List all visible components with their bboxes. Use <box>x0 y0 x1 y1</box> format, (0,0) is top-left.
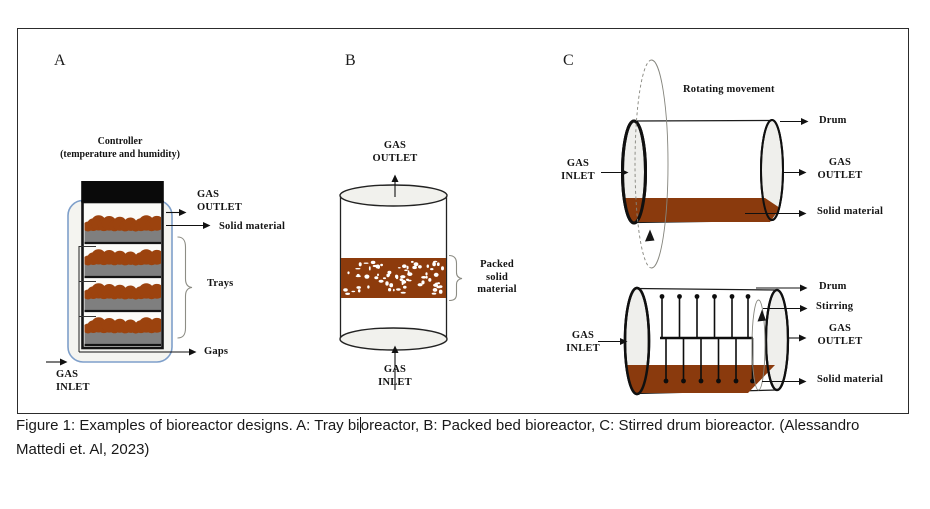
controller-label-line1: Controller <box>97 136 143 147</box>
tray-bioreactor-drawing <box>46 181 211 366</box>
stirring-arrowhead-icon <box>757 309 766 322</box>
c-top-drum-label: Drum <box>819 115 847 126</box>
a-gas-outlet-label-1: GAS <box>197 189 220 200</box>
trays-brace-icon <box>177 236 193 339</box>
a-trays-label: Trays <box>207 278 234 289</box>
caption-text-after-cursor: oreactor, B: Packed bed bioreactor, C: S… <box>360 417 860 434</box>
c-bottom-gas-outlet-label-2: OUTLET <box>817 336 863 347</box>
panel-a-letter: A <box>54 52 67 69</box>
stirrer-pins <box>659 294 755 384</box>
rotating-movement-label: Rotating movement <box>683 84 775 95</box>
figure-caption[interactable]: Figure 1: Examples of bioreactor designs… <box>16 414 918 461</box>
b-packed-label-1: Packed <box>480 259 514 270</box>
b-gas-outlet-label-1: GAS <box>383 140 407 151</box>
c-bottom-gas-inlet-label-2: INLET <box>566 343 600 354</box>
trays-stack <box>84 215 161 347</box>
a-gas-outlet-label-2: OUTLET <box>197 201 242 213</box>
packed-bed-drawing <box>339 174 463 390</box>
stirring-rotation-path <box>751 299 766 391</box>
rotation-path-dashed <box>634 59 652 269</box>
a-gas-inlet-label-2: INLET <box>56 382 90 393</box>
b-gas-inlet-label-2: INLET <box>378 377 412 388</box>
controller-cap <box>81 181 164 203</box>
b-gas-outlet-label-2: OUTLET <box>372 153 418 164</box>
stirred-drum-drawing <box>598 284 808 396</box>
caption-line-1[interactable]: Figure 1: Examples of bioreactor designs… <box>16 414 918 438</box>
packed-bed-speckles <box>343 260 444 295</box>
caption-text-before-cursor: Figure 1: Examples of bioreactor designs… <box>16 417 360 434</box>
c-top-gas-outlet-label-2: OUTLET <box>817 169 863 181</box>
rotation-arrowhead-icon <box>645 229 655 242</box>
caption-line-2[interactable]: Mattedi et. Al, 2023) <box>16 440 150 458</box>
b-gas-inlet-label-1: GAS <box>383 364 407 375</box>
b-packed-label-3: material <box>477 284 517 295</box>
cylinder-top <box>339 184 448 207</box>
solid-material-layer <box>622 198 780 222</box>
c-bottom-gas-inlet-label-1: GAS <box>571 330 595 341</box>
c-bottom-solid-material-label: Solid material <box>817 374 884 385</box>
c-bottom-drum-label: Drum <box>819 281 847 292</box>
rotation-path <box>651 59 669 269</box>
tray-rack <box>78 245 96 352</box>
panel-c-letter: C <box>563 52 575 69</box>
c-top-solid-material-label: Solid material <box>817 206 884 217</box>
cylinder-bottom <box>339 327 448 351</box>
controller-label-line2: (temperature and humidity) <box>60 149 180 160</box>
a-gaps-label: Gaps <box>204 346 229 357</box>
c-top-gas-inlet-label-1: GAS <box>566 158 590 169</box>
a-gas-inlet-label-1: GAS <box>56 369 79 380</box>
rotating-drum-drawing <box>601 59 809 269</box>
c-bottom-stirring-label: Stirring <box>816 301 854 312</box>
a-solid-material-label: Solid material <box>219 221 286 232</box>
solid-material-layer <box>625 365 775 393</box>
c-bottom-gas-outlet-label-1: GAS <box>828 323 852 334</box>
packed-brace-icon <box>448 254 463 302</box>
packed-bed-band <box>341 258 446 298</box>
panel-b-letter: B <box>345 52 357 69</box>
c-top-gas-outlet-label-1: GAS <box>828 156 852 168</box>
b-packed-label-2: solid <box>485 271 508 283</box>
c-top-gas-inlet-label-2: INLET <box>561 171 595 182</box>
text-cursor <box>359 417 361 433</box>
